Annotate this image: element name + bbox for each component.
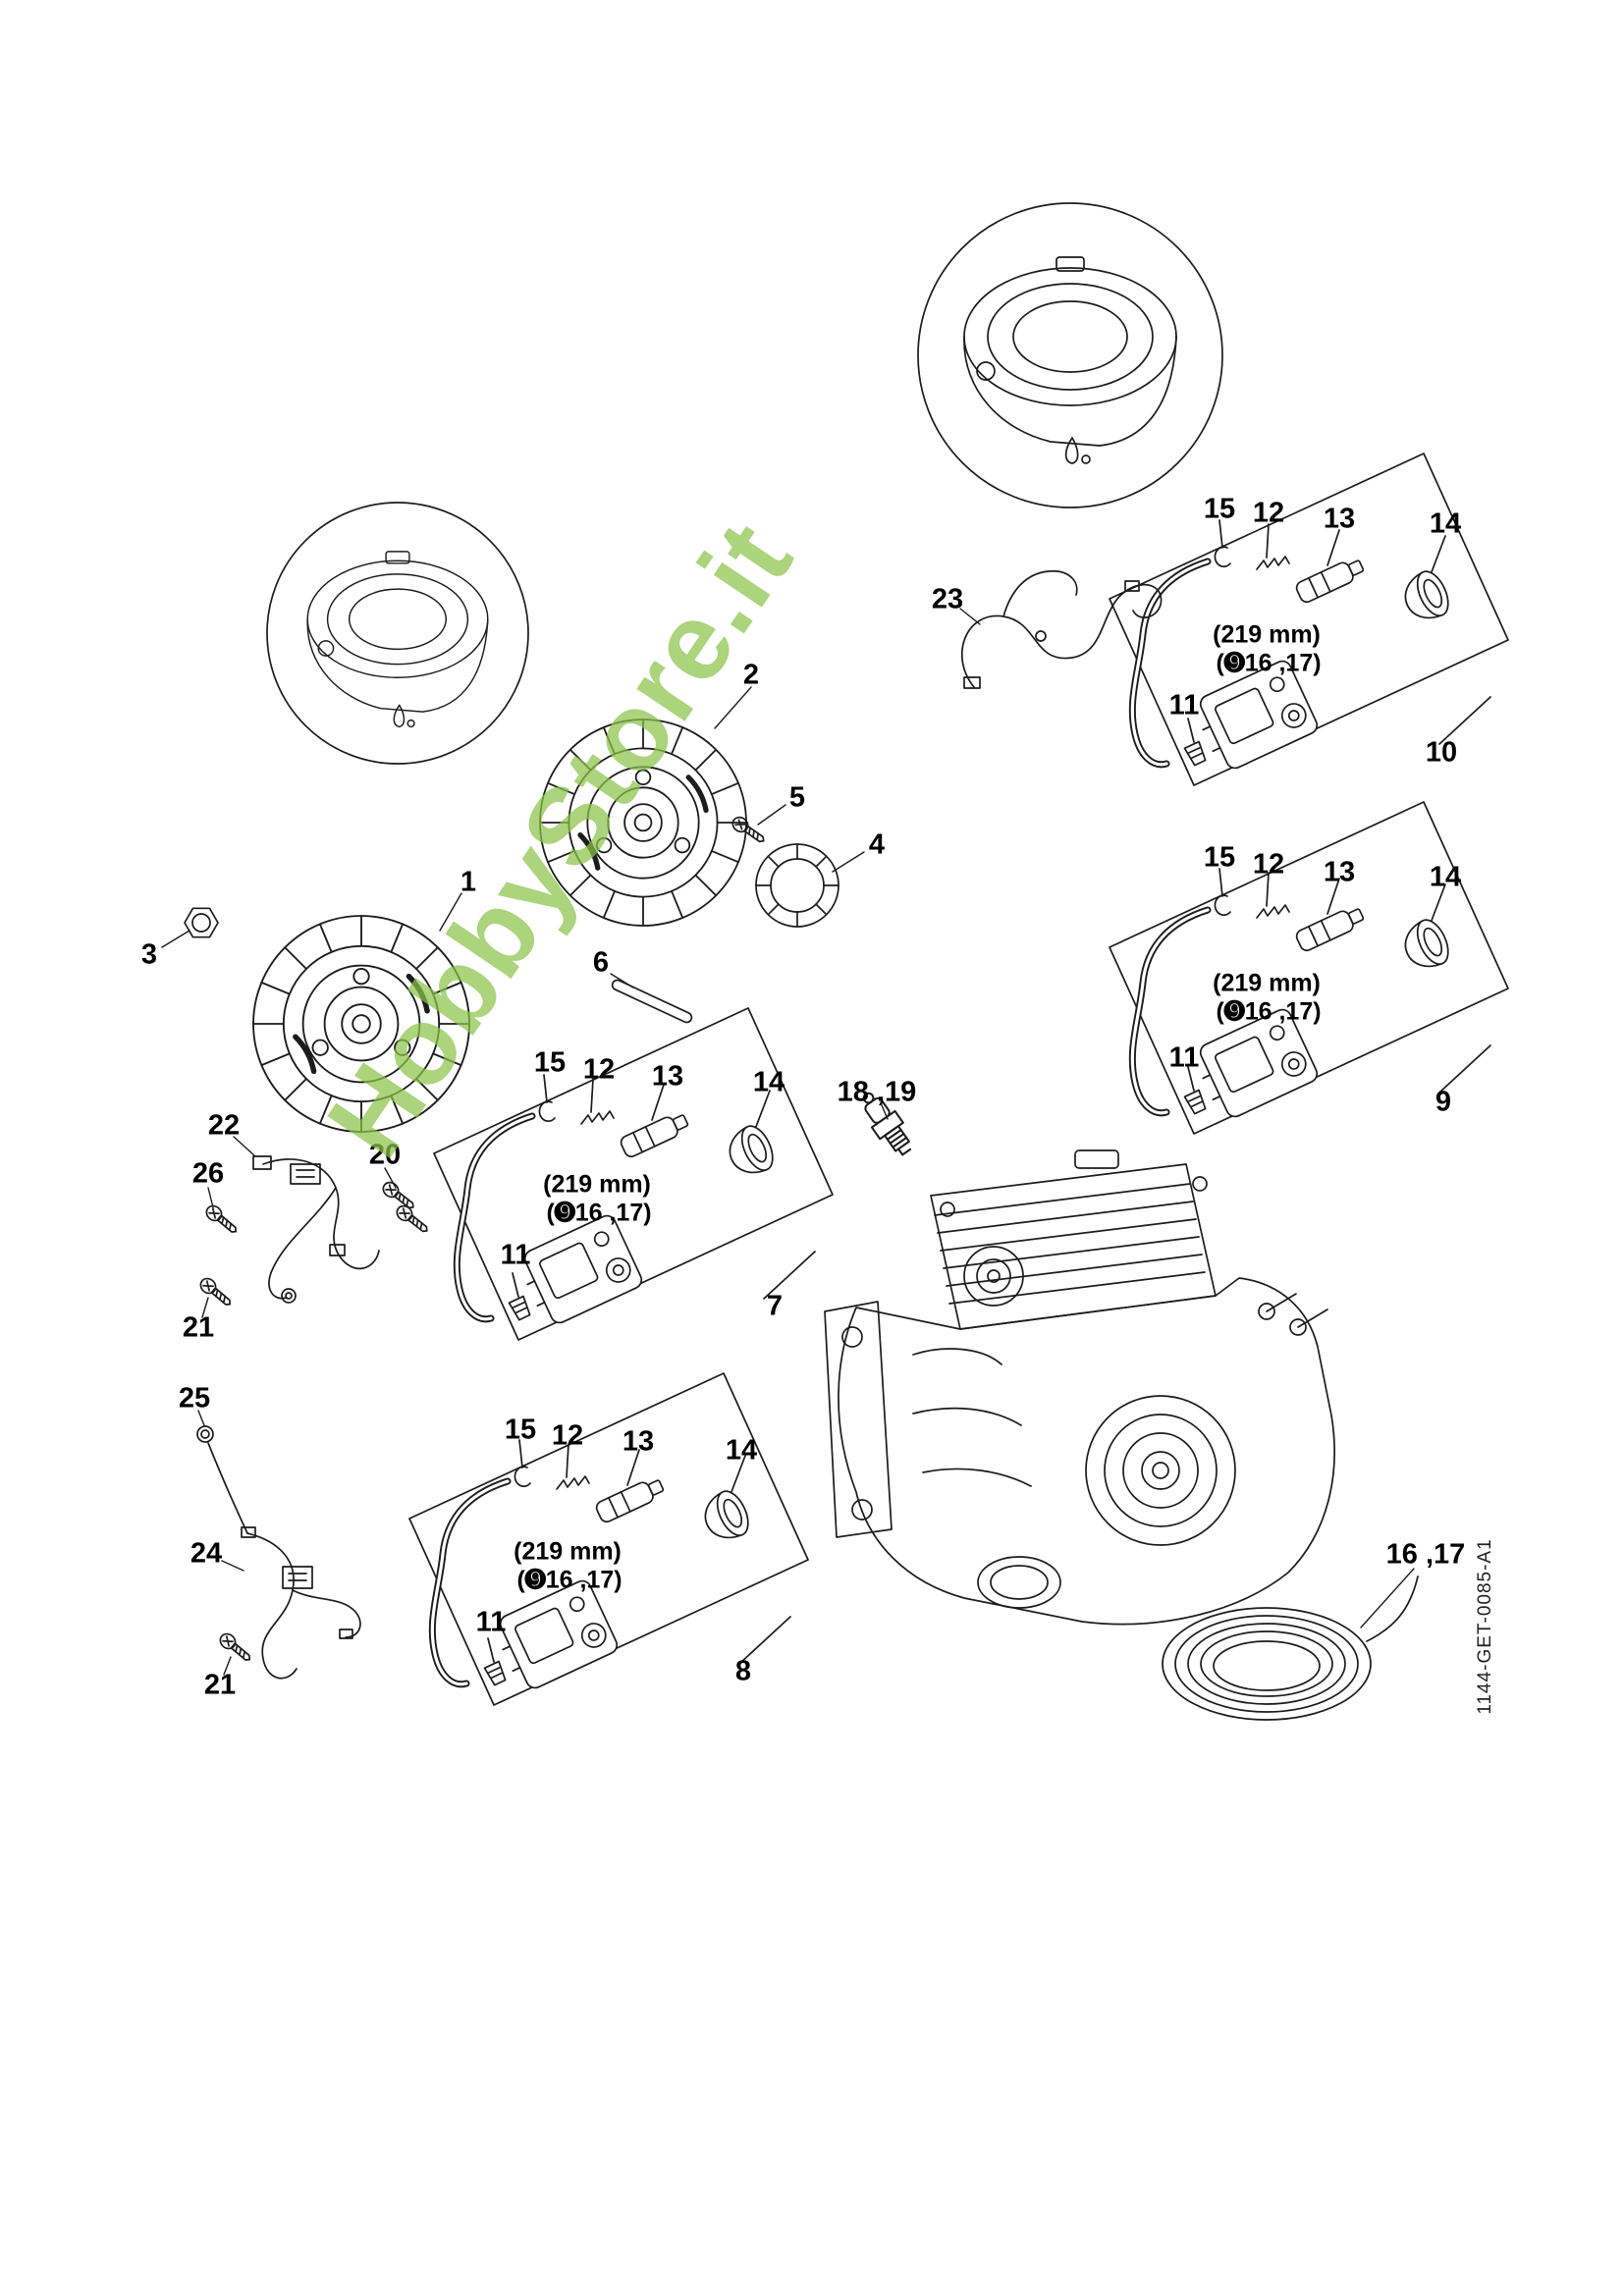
label-g8-ref: (➒16 ,17) [516, 1566, 623, 1594]
label-g9-13: 13 [1323, 856, 1356, 888]
harness-23-drawing [960, 570, 1163, 689]
label-9: 9 [1435, 1086, 1452, 1118]
pin-6-drawing [611, 979, 693, 1024]
label-g10-13: 13 [1323, 503, 1356, 535]
label-g7-13: 13 [651, 1060, 684, 1093]
label-6: 6 [592, 946, 610, 979]
ignition-group-10 [1110, 454, 1508, 785]
detail-circle-left [266, 502, 529, 765]
harness-24-drawing [241, 1526, 361, 1680]
label-g7-ref: (➒16 ,17) [546, 1199, 652, 1227]
label-21a: 21 [182, 1311, 215, 1344]
screw-5-drawing [729, 813, 769, 848]
screw-26-drawing [202, 1201, 242, 1238]
ignition-group-9 [1110, 802, 1508, 1134]
label-g7-12: 12 [582, 1053, 616, 1086]
ring-terminal-25-drawing [196, 1425, 248, 1534]
label-8: 8 [734, 1655, 752, 1687]
label-g9-15: 15 [1203, 841, 1236, 874]
label-4: 4 [868, 828, 886, 861]
engine-assembly-drawing [824, 1149, 1335, 1626]
screws-20-drawing [379, 1178, 433, 1238]
label-10: 10 [1425, 736, 1458, 769]
label-g10-12: 12 [1252, 497, 1285, 529]
label-g8-length: (219 mm) [514, 1537, 622, 1566]
screw-21b-drawing [216, 1629, 255, 1666]
label-5: 5 [788, 781, 806, 814]
label-g7-length: (219 mm) [543, 1170, 651, 1199]
label-7: 7 [766, 1290, 784, 1322]
label-26: 26 [191, 1157, 225, 1190]
label-g8-11: 11 [475, 1606, 507, 1638]
wire-coil-16-17-drawing [1162, 1575, 1419, 1721]
label-g9-ref: (➒16 ,17) [1216, 997, 1322, 1026]
doc-code: 1144-GET-0085-A1 [1475, 1538, 1495, 1715]
label-1: 1 [460, 866, 477, 898]
label-g7-11: 11 [500, 1239, 531, 1271]
label-21b: 21 [203, 1669, 237, 1701]
label-g7-14: 14 [752, 1066, 785, 1098]
label-20: 20 [368, 1139, 402, 1171]
label-2: 2 [742, 659, 760, 691]
label-24: 24 [189, 1537, 223, 1570]
label-25: 25 [178, 1382, 211, 1415]
stator-4-drawing [755, 843, 839, 928]
leader-lines [161, 608, 1415, 1676]
label-g8-14: 14 [725, 1434, 758, 1467]
label-3: 3 [140, 938, 158, 971]
label-g9-length: (219 mm) [1213, 969, 1321, 997]
label-g7-15: 15 [533, 1046, 567, 1079]
label-g10-11: 11 [1168, 689, 1200, 721]
label-g9-11: 11 [1168, 1041, 1200, 1074]
label-g10-15: 15 [1203, 493, 1236, 525]
screw-21a-drawing [196, 1274, 236, 1310]
label-22: 22 [207, 1109, 241, 1142]
label-g8-12: 12 [551, 1419, 584, 1452]
label-g10-14: 14 [1429, 507, 1462, 540]
label-g9-14: 14 [1429, 861, 1462, 893]
label-23: 23 [931, 583, 964, 615]
label-g9-12: 12 [1252, 848, 1285, 881]
label-18-19: 18 ,19 [837, 1076, 917, 1108]
label-g10-length: (219 mm) [1213, 620, 1321, 649]
harness-22-drawing [252, 1155, 380, 1304]
label-g10-ref: (➒16 ,17) [1216, 649, 1322, 677]
label-16-17: 16 ,17 [1385, 1538, 1466, 1571]
label-g8-13: 13 [622, 1425, 655, 1458]
label-g8-15: 15 [504, 1414, 537, 1446]
nut-3-drawing [184, 907, 219, 938]
detail-circle-top-right [917, 202, 1223, 508]
